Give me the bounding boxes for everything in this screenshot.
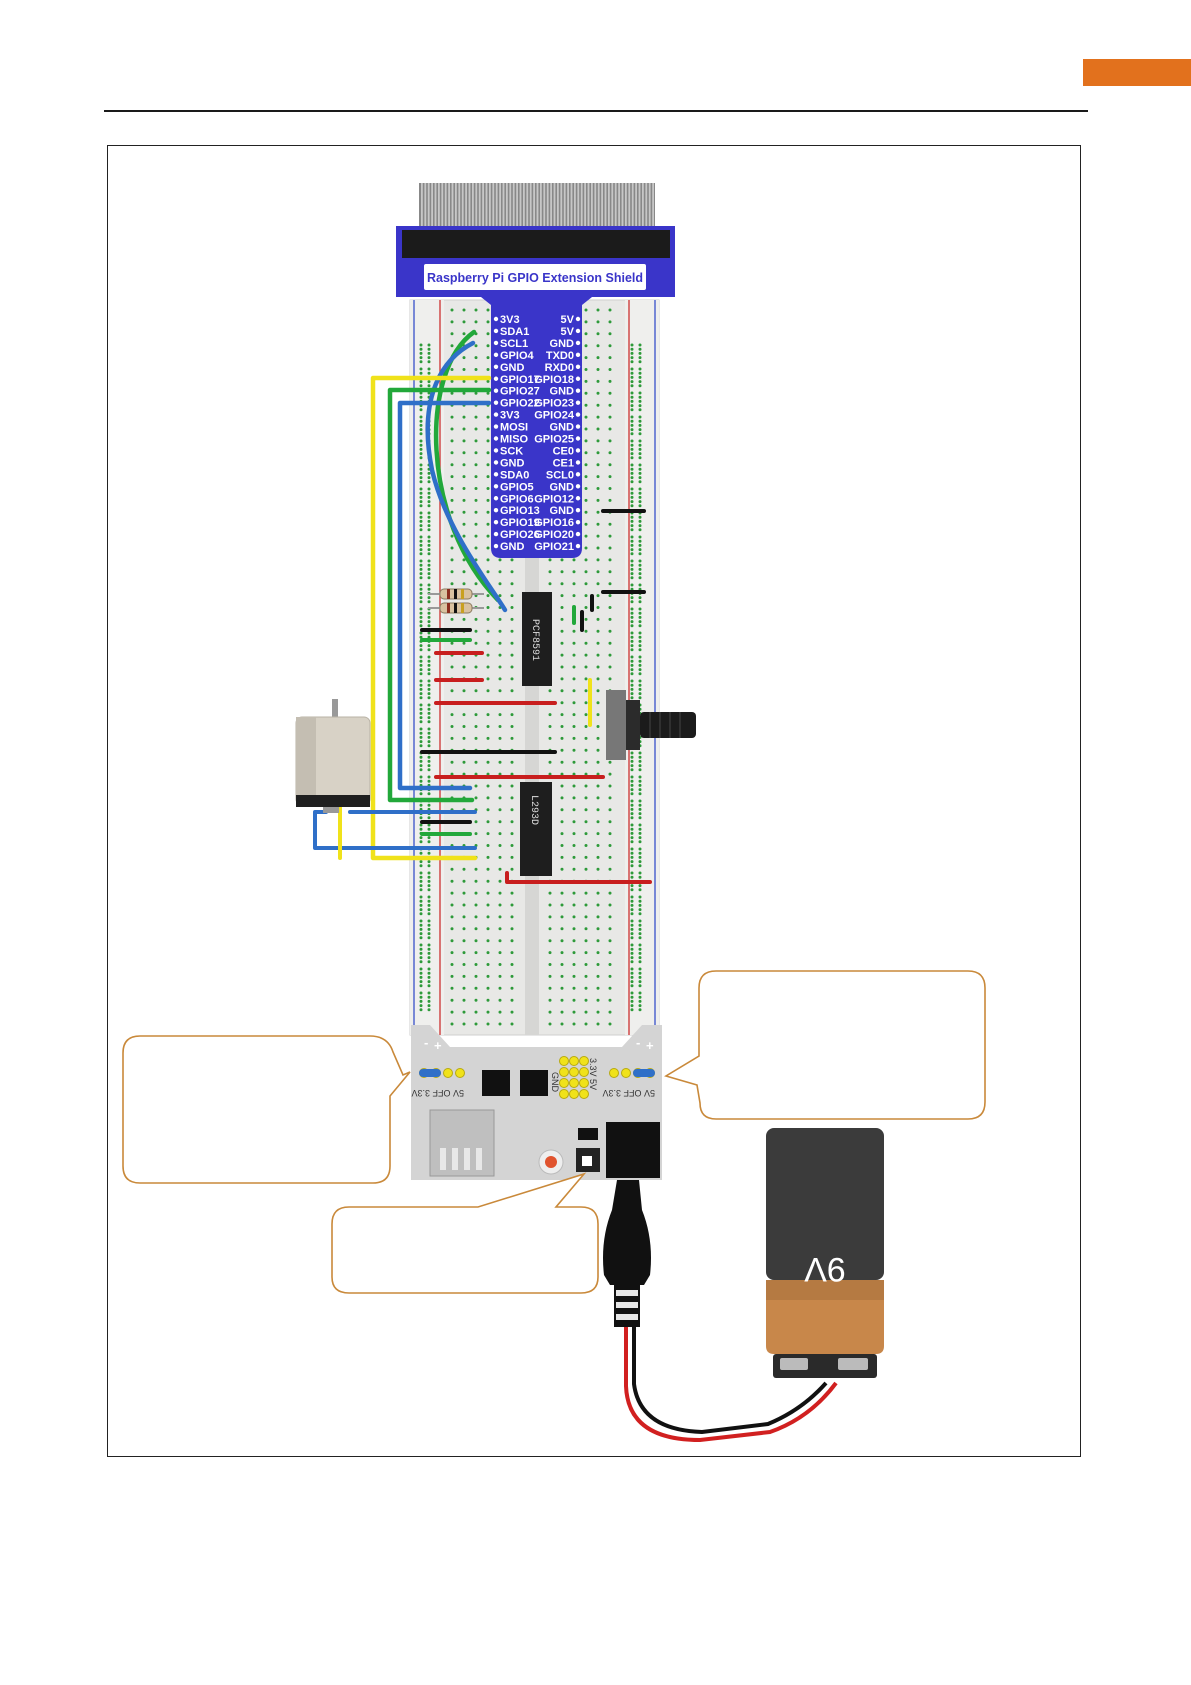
pin-label-left: GPIO5 — [500, 481, 534, 493]
callouts — [122, 970, 986, 1294]
pin-label-left: GPIO17 — [500, 374, 540, 386]
pin-label-right: GPIO25 — [534, 434, 574, 446]
pin-label-right: GPIO16 — [534, 517, 574, 529]
battery-label: 9V — [804, 1250, 846, 1288]
pm-left-plus: + — [434, 1038, 442, 1053]
pin-label-left: SCL1 — [500, 338, 528, 350]
wire-motor-lead-blue — [313, 810, 477, 850]
pin-label-left: GPIO22 — [500, 398, 540, 410]
shield-pin-labels: 3V3SDA1SCL1GPIO4GNDGPIO17GPIO27GPIO223V3… — [493, 314, 581, 553]
pin-label-right: GPIO23 — [534, 398, 574, 410]
battery-9v: 9V — [766, 1128, 884, 1378]
pin-label-left: GPIO26 — [500, 529, 540, 541]
header-accent-tab — [1083, 59, 1191, 86]
pm-left-jumper-label: 5V OFF 3.3V — [411, 1088, 464, 1098]
pin-label-right: SCL0 — [546, 469, 574, 481]
chip-l293d: L293D — [520, 782, 552, 876]
chip-pcf8591: PCF8591 — [522, 592, 552, 686]
pin-label-left: 3V3 — [500, 314, 520, 326]
shield-header — [402, 230, 670, 258]
pm-right-minus: - — [636, 1035, 640, 1050]
pin-label-right: GND — [550, 386, 575, 398]
callout-right-jumper — [664, 970, 986, 1120]
pin-label-right: GPIO20 — [534, 529, 574, 541]
shield-title: Raspberry Pi GPIO Extension Shield — [427, 271, 643, 285]
power-led — [545, 1156, 557, 1168]
dc-motor — [295, 699, 371, 813]
header-rule — [104, 110, 1088, 112]
pin-label-right: GND — [550, 481, 575, 493]
battery-cable — [603, 1180, 838, 1443]
shield-board — [396, 226, 675, 558]
power-module: - + - + 5V OFF 3.3V 5V OFF 3.3V 3.3V 5V … — [411, 1025, 662, 1180]
dc-barrel-jack — [606, 1122, 660, 1178]
pm-header-label: 3.3V 5V — [588, 1058, 598, 1090]
gpio-extension-shield: Raspberry Pi GPIO Extension Shield 3V3SD… — [396, 226, 675, 558]
figure-frame — [107, 145, 1081, 1457]
pin-label-right: GPIO21 — [534, 541, 574, 553]
pin-label-left: SDA0 — [500, 469, 529, 481]
pin-label-right: TXD0 — [546, 350, 574, 362]
pin-label-left: SDA1 — [500, 326, 529, 338]
pin-label-right: GPIO12 — [534, 493, 574, 505]
wire-yellow-gpio17 — [370, 375, 492, 861]
pin-label-right: CE1 — [553, 457, 574, 469]
pin-label-left: GND — [500, 457, 525, 469]
pin-label-left: GPIO4 — [500, 350, 535, 362]
resistors — [428, 588, 484, 614]
chip-pcf8591-label: PCF8591 — [529, 619, 540, 661]
pm-gnd-label: GND — [550, 1072, 560, 1093]
pin-label-right: 5V — [561, 326, 575, 338]
pin-label-left: GPIO27 — [500, 386, 540, 398]
wire-blue-gpio22 — [397, 400, 492, 791]
callout-power-switch — [331, 1172, 599, 1294]
pin-label-right: GND — [550, 422, 575, 434]
pin-label-right: GND — [550, 505, 575, 517]
pin-label-right: GND — [550, 338, 575, 350]
wires — [313, 329, 652, 884]
pm-left-minus: - — [424, 1035, 428, 1050]
pin-label-right: CE0 — [553, 445, 574, 457]
pin-label-left: 3V3 — [500, 410, 520, 422]
pin-label-right: GPIO18 — [534, 374, 574, 386]
pin-label-left: MOSI — [500, 422, 528, 434]
pin-label-left: GPIO13 — [500, 505, 540, 517]
pm-right-jumper-label: 5V OFF 3.3V — [602, 1088, 655, 1098]
pin-label-left: SCK — [500, 445, 523, 457]
pin-label-left: GND — [500, 362, 525, 374]
pin-label-left: GPIO19 — [500, 517, 540, 529]
wire-blue-scl — [425, 340, 508, 613]
pm-right-plus: + — [646, 1038, 654, 1053]
pin-label-left: GPIO6 — [500, 493, 534, 505]
shield-title-box — [424, 264, 646, 290]
callout-left-jumper — [122, 1035, 411, 1184]
pin-label-left: MISO — [500, 434, 529, 446]
pin-label-right: GPIO24 — [534, 410, 575, 422]
pin-label-right: 5V — [561, 314, 575, 326]
chip-l293d-label: L293D — [528, 795, 539, 825]
wire-green-gpio27 — [387, 387, 492, 803]
pin-label-left: GND — [500, 541, 525, 553]
power-switch[interactable] — [582, 1156, 592, 1166]
potentiometer — [606, 690, 696, 760]
pin-label-right: RXD0 — [545, 362, 574, 374]
